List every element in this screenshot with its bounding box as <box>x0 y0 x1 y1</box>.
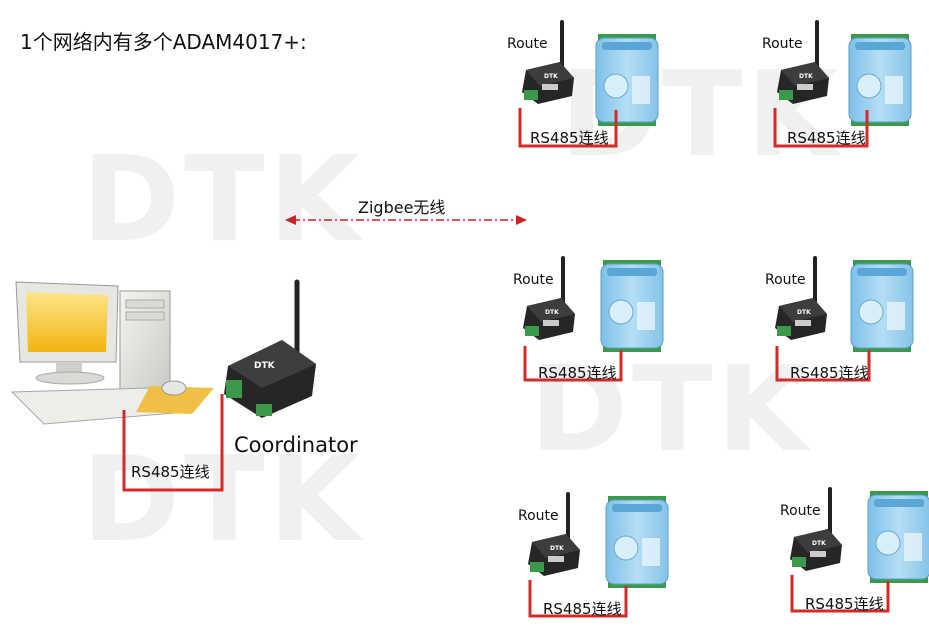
coordinator-device-icon: DTK <box>224 279 316 418</box>
router-3-cable-label: RS485连线 <box>538 364 617 382</box>
link-arrow-right-icon <box>516 215 527 225</box>
coordinator-brand: DTK <box>254 361 276 371</box>
computer-icon <box>10 281 214 425</box>
router-6-label: Route <box>780 503 821 519</box>
coordinator-cable <box>122 394 224 492</box>
watermark-3: DTK <box>530 340 812 478</box>
router-4-label: Route <box>765 272 806 288</box>
link-arrow-left-icon <box>285 215 296 225</box>
router-set-3 <box>521 256 664 382</box>
router-1-cable-label: RS485连线 <box>530 129 609 147</box>
router-4-cable-label: RS485连线 <box>790 364 869 382</box>
router-5-label: Route <box>518 508 559 524</box>
coordinator-label: Coordinator <box>234 433 358 457</box>
zigbee-link-label: Zigbee无线 <box>358 198 446 217</box>
router-set-1 <box>518 20 659 148</box>
watermark-1: DTK <box>82 130 364 268</box>
router-3-label: Route <box>513 272 554 288</box>
router-set-4 <box>773 256 914 382</box>
page-title: 1个网络内有多个ADAM4017+: <box>20 30 307 54</box>
router-6-cable-label: RS485连线 <box>805 595 884 613</box>
router-2-label: Route <box>762 36 803 52</box>
coordinator-cable-label: RS485连线 <box>131 463 210 481</box>
router-set-6 <box>788 487 929 613</box>
router-5-cable-label: RS485连线 <box>543 600 622 618</box>
router-set-5 <box>526 492 669 618</box>
router-1-label: Route <box>507 36 548 52</box>
router-set-2 <box>773 20 912 148</box>
router-2-cable-label: RS485连线 <box>787 129 866 147</box>
